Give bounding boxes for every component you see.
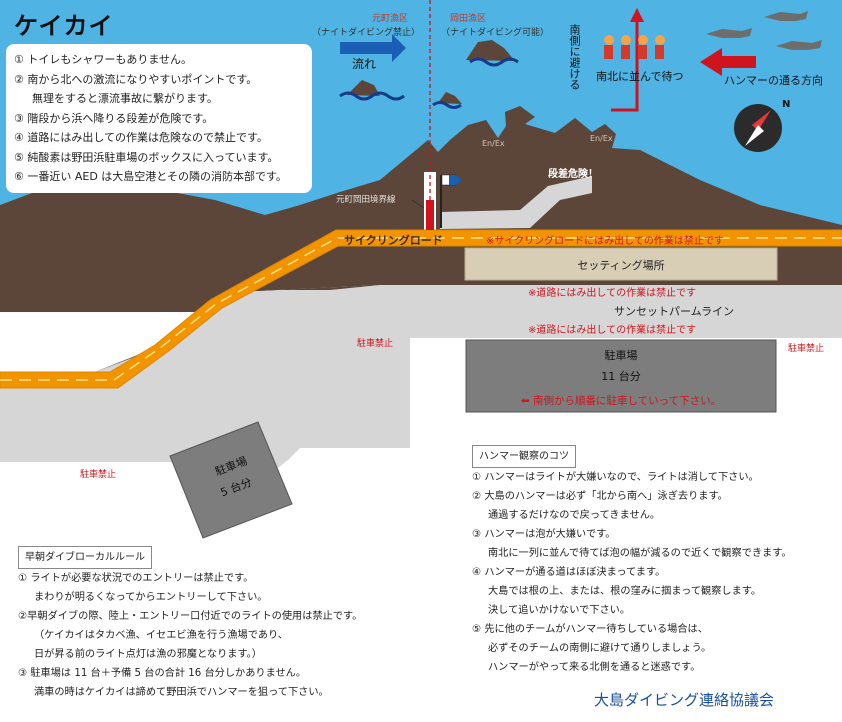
- rock-icon: [466, 40, 519, 67]
- road-warning-2: ※道路にはみ出しての作業は禁止です: [528, 325, 697, 336]
- hammer-tips-heading: ハンマー観察のコツ: [472, 445, 576, 468]
- tip-line: ① ハンマーはライトが大嫌いなので、ライトは消して下さい。: [472, 472, 759, 483]
- cycling-road: [0, 229, 842, 389]
- hammer-direction-arrow-icon: [700, 48, 756, 76]
- avoid-path-icon: [611, 22, 639, 112]
- tip-line: ③ ハンマーは泡が大嫌いです。: [472, 529, 616, 540]
- rule-line: まわりが明るくなってからエントリーして下さい。: [34, 592, 268, 603]
- hammer-tips: ハンマー観察のコツ ① ハンマーはライトが大嫌いなので、ライトは消して下さい。 …: [472, 445, 838, 677]
- zone-right-note: （ナイトダイビング可能）: [440, 28, 549, 38]
- note-line: ③ 階段から浜へ降りる段差が危険です。: [14, 111, 214, 125]
- rule-line: 満車の時はケイカイは諦めて野田浜でハンマーを狙って下さい。: [34, 687, 329, 698]
- parking-lot-large: [465, 339, 777, 413]
- zone-left-name: 元町漁区: [371, 14, 408, 24]
- local-rules-heading: 早朝ダイブローカルルール: [18, 546, 152, 569]
- rule-line: ① ライトが必要な状況でのエントリーは禁止です。: [18, 573, 254, 584]
- cycling-road-label: サイクリングロード: [344, 234, 443, 247]
- zone-right-name: 岡田漁区: [449, 14, 486, 24]
- parking-lot-small: [169, 421, 293, 539]
- no-parking-label: 駐車禁止: [788, 344, 825, 354]
- note-line: ② 南から北への激流になりやすいポイントです。: [14, 72, 258, 86]
- tip-line: 大島では根の上、または、根の窪みに掴まって観察します。: [488, 586, 762, 597]
- hammerhead-shark-icon: [706, 11, 822, 50]
- no-parking-label: 駐車禁止: [357, 339, 394, 349]
- setting-area: [464, 247, 778, 281]
- compass-icon: [734, 104, 782, 152]
- hammer-direction-label: ハンマーの通る方向: [724, 74, 823, 87]
- no-parking-label: 駐車禁止: [80, 470, 117, 480]
- site-notes: ① トイレもシャワーもありません。 ② 南から北への激流になりやすいポイントです…: [6, 44, 312, 193]
- zone-left-note: （ナイトダイビング禁止）: [312, 28, 421, 38]
- tip-line: ④ ハンマーが通る道はほぼ決まってます。: [472, 567, 666, 578]
- note-line: ① トイレもシャワーもありません。: [14, 53, 193, 66]
- note-line: ⑥ 一番近い AED は大島空港とその隣の消防本部です。: [14, 170, 287, 183]
- parking-large-note: ⬅ 南側から順番に駐車していって下さい。: [520, 395, 722, 407]
- boundary-label: 元町岡田境界線: [336, 195, 396, 205]
- local-rules: 早朝ダイブローカルルール ① ライトが必要な状況でのエントリーは禁止です。 まわ…: [18, 546, 464, 702]
- rule-line: 日が昇る前のライト点灯は漁の邪魔となります。）: [34, 649, 262, 660]
- tip-line: 通過するだけなので戻ってきません。: [488, 510, 661, 521]
- setting-area-label: セッティング場所: [577, 259, 665, 272]
- line-up-label: 南北に並んで待つ: [596, 70, 684, 83]
- entry-exit-label: En/Ex: [590, 134, 613, 143]
- rule-line: ②早朝ダイブの際、陸上・エントリー口付近でのライトの使用は禁止です。: [18, 611, 363, 622]
- tip-line: ② 大島のハンマーは必ず「北から南へ」泳ぎ去ります。: [472, 491, 728, 502]
- note-line: 無理をすると漂流事故に繋がります。: [32, 92, 218, 105]
- rule-line: （ケイカイはタカベ漁、イセエビ漁を行う漁場であり、: [34, 630, 288, 641]
- parking-large-count: 11 台分: [601, 370, 641, 383]
- entry-exit-label: En/Ex: [482, 139, 505, 148]
- step-danger-label: 段差危険！: [548, 169, 598, 180]
- rock-icon: [339, 80, 405, 101]
- tip-line: ⑤ 先に他のチームがハンマー待ちしている場合は、: [472, 624, 708, 635]
- footer-organization: 大島ダイビング連絡協議会: [594, 691, 775, 709]
- current-label: 流れ: [352, 57, 377, 71]
- note-line: ④ 道路にはみ出しての作業は危険なので禁止です。: [14, 131, 268, 144]
- cycling-warning: ※サイクリングロードにはみ出しての作業は禁止です: [486, 236, 724, 247]
- rule-line: ③ 駐車場は 11 台＋予備 5 台の合計 16 台分しかありません。: [18, 668, 307, 679]
- page-title: ケイカイ: [14, 12, 114, 40]
- tip-line: ハンマーがやって来る北側を通ると迷惑です。: [488, 662, 701, 673]
- rock-icon: [432, 92, 462, 109]
- road-warning-1: ※道路にはみ出しての作業は禁止です: [528, 288, 697, 299]
- lower-road: [0, 318, 842, 462]
- stairs-path: [440, 176, 592, 229]
- tip-line: 南北に一列に並んで待てば泡の幅が減るので近くで観察できます。: [488, 548, 792, 559]
- diver-icons: [604, 35, 665, 59]
- current-arrow-icon: [340, 34, 406, 62]
- tip-line: 決して追いかけないで下さい。: [488, 605, 631, 616]
- tip-line: 必ずそのチームの南側に避けて通りしましょう。: [488, 643, 712, 654]
- compass-north: N: [782, 99, 791, 110]
- parking-large-title: 駐車場: [604, 349, 638, 362]
- avoid-label: 南側に避ける: [568, 24, 581, 90]
- sunset-line-label: サンセットパームライン: [614, 305, 735, 318]
- note-line: ⑤ 純酸素は野田浜駐車場のボックスに入っています。: [14, 150, 279, 164]
